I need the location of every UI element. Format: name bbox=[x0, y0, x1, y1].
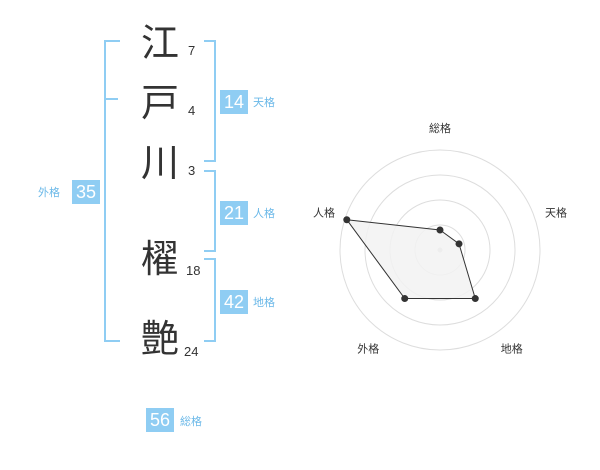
radar-shape bbox=[343, 216, 479, 303]
gaikaku-badge: 35 bbox=[72, 180, 100, 204]
chikaku-bracket bbox=[204, 258, 216, 342]
radar-point-2 bbox=[455, 240, 463, 248]
stroke-count-2: 4 bbox=[188, 103, 196, 118]
radar-ring-4 bbox=[339, 149, 541, 351]
jinkaku-badge: 21 bbox=[220, 201, 248, 225]
tenkaku-label: 天格 bbox=[253, 96, 275, 109]
radar-axis-label-2: 天格 bbox=[545, 205, 567, 219]
name-char-1: 江 bbox=[140, 21, 179, 65]
name-char-2: 戸 bbox=[140, 81, 179, 125]
chikaku-label: 地格 bbox=[253, 296, 275, 309]
name-char-5: 艶 bbox=[140, 317, 179, 361]
stroke-count-3: 3 bbox=[188, 163, 196, 178]
radar-axis-label-1: 総格 bbox=[429, 121, 451, 135]
stroke-count-4: 18 bbox=[186, 263, 201, 278]
tenkaku-bracket bbox=[204, 40, 216, 162]
radar-axis-label-5: 人格 bbox=[313, 205, 335, 219]
gaikaku-bracket-inner-top bbox=[104, 98, 118, 100]
radar-polygon bbox=[345, 219, 476, 300]
jinkaku-label: 人格 bbox=[253, 207, 275, 220]
radar-point-3 bbox=[471, 295, 479, 303]
radar-point-1 bbox=[436, 226, 444, 234]
tenkaku-badge: 14 bbox=[220, 90, 248, 114]
jinkaku-bracket bbox=[204, 170, 216, 252]
chikaku-badge: 42 bbox=[220, 290, 248, 314]
radar-axis-label-3: 地格 bbox=[501, 342, 523, 356]
stroke-count-5: 24 bbox=[184, 344, 199, 359]
gaikaku-label: 外格 bbox=[38, 186, 60, 199]
radar-ring-3 bbox=[364, 174, 516, 326]
soukaku-label: 総格 bbox=[180, 415, 202, 428]
soukaku-badge: 56 bbox=[146, 408, 174, 432]
radar-point-4 bbox=[401, 295, 409, 303]
gaikaku-bracket bbox=[104, 40, 120, 342]
name-char-4: 櫂 bbox=[140, 237, 179, 281]
radar-axis-label-4: 外格 bbox=[357, 342, 379, 356]
radar-point-5 bbox=[343, 216, 351, 224]
stroke-count-1: 7 bbox=[188, 43, 196, 58]
name-char-3: 川 bbox=[140, 141, 179, 185]
